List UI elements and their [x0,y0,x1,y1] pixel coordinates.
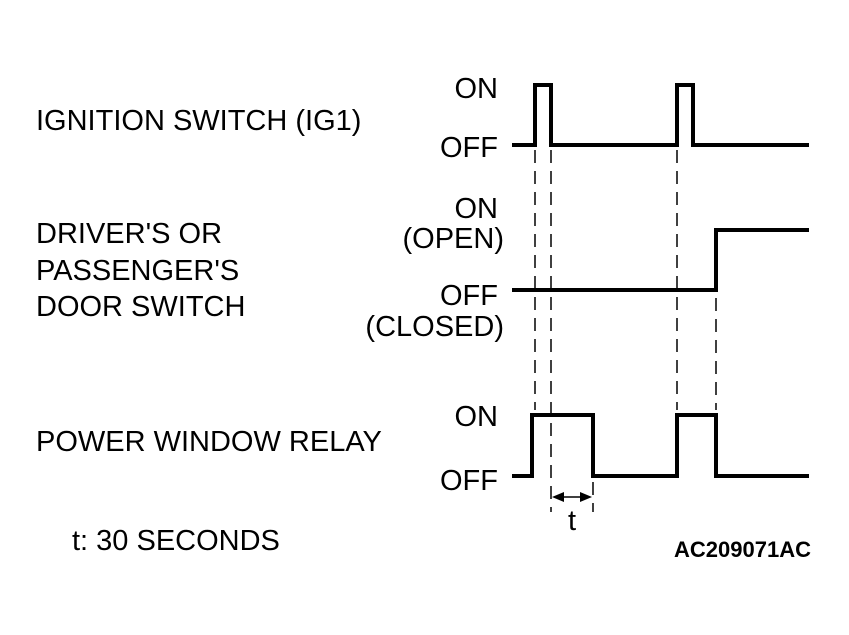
power-window-relay-label: POWER WINDOW RELAY [36,426,382,458]
ignition-switch-on-label: ON [455,73,499,105]
power-window-relay-on-label: ON [455,401,499,433]
interval-legend: t: 30 SECONDS [72,525,280,557]
door-switch-label-line-1: DRIVER'S OR [36,218,222,250]
door-switch-off-label: OFF [440,280,498,312]
door-switch-open-label: (OPEN) [403,223,505,255]
interval-arrow-left-icon [552,492,564,502]
door-switch-on-label: ON [455,193,499,225]
power-window-relay-off-label: OFF [440,465,498,497]
interval-arrow-right-icon [580,492,592,502]
ignition-switch-off-label: OFF [440,132,498,164]
ignition-switch-label: IGNITION SWITCH (IG1) [36,105,361,137]
door-switch-waveform [512,228,809,292]
door-switch-closed-label: (CLOSED) [365,311,504,343]
door-switch-label-line-2: PASSENGER'S [36,255,239,287]
figure-code: AC209071AC [674,537,811,562]
power-window-relay-waveform [512,413,809,478]
door-switch-label-line-3: DOOR SWITCH [36,291,245,323]
ignition-switch-waveform [512,83,809,147]
interval-marker-label: t [568,505,576,537]
